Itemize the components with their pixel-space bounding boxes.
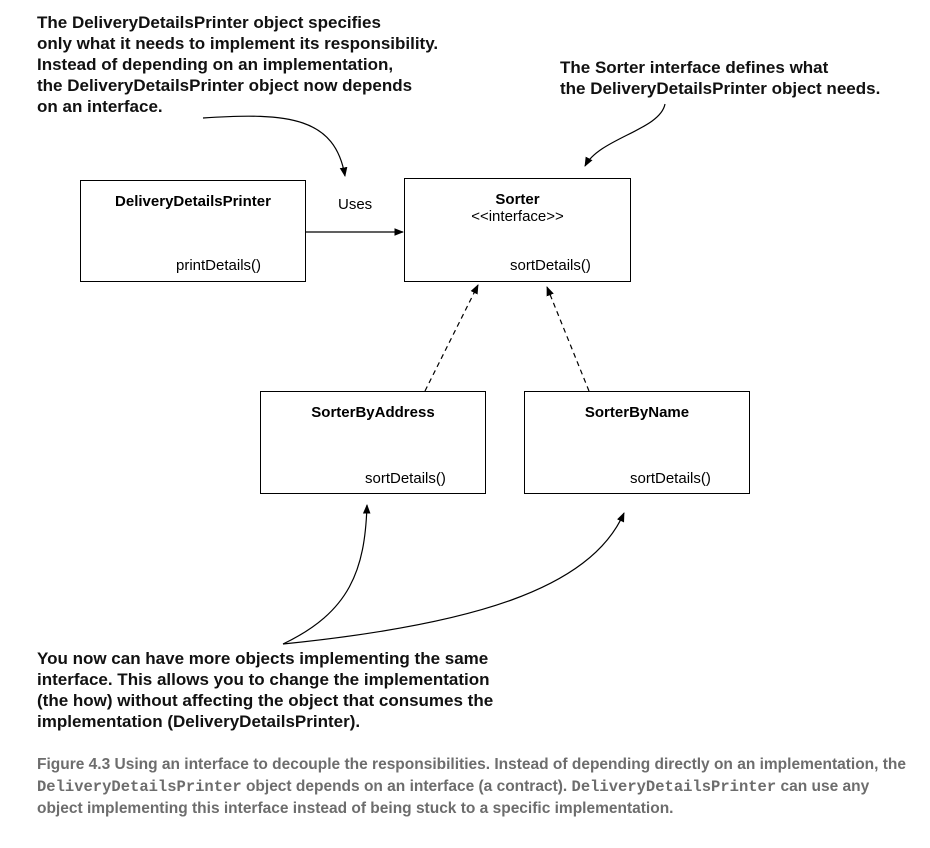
class-method: printDetails() [176, 257, 262, 274]
class-box-sorter-by-address: SorterByAddress sortDetails() [260, 391, 486, 494]
interface-name: Sorter [495, 191, 540, 208]
annotation-line: (the how) without affecting the object t… [37, 691, 494, 710]
annotation-line: implementation (DeliveryDetailsPrinter). [37, 712, 361, 731]
annotation-line: The Sorter interface defines what [560, 58, 829, 77]
annotation-line: the DeliveryDetailsPrinter object now de… [37, 76, 413, 95]
annotation-top-right: The Sorter interface defines what the De… [560, 57, 880, 99]
annotation-line: You now can have more objects implementi… [37, 649, 489, 668]
realization-by-name [546, 286, 590, 392]
class-method: sortDetails() [365, 470, 446, 487]
annotation-pointer-by-name [282, 512, 625, 645]
class-name: SorterByName [584, 404, 690, 421]
annotation-bottom: You now can have more objects implementi… [37, 648, 493, 732]
class-box-sorter-by-name: SorterByName sortDetails() [524, 391, 750, 494]
class-method: sortDetails() [630, 470, 711, 487]
annotation-line: only what it needs to implement its resp… [37, 34, 439, 53]
caption-code: DeliveryDetailsPrinter [571, 778, 777, 796]
annotation-line: the DeliveryDetailsPrinter object needs. [560, 79, 881, 98]
annotation-line: interface. This allows you to change the… [37, 670, 490, 689]
caption-code: DeliveryDetailsPrinter [37, 778, 242, 796]
uses-label: Uses [338, 196, 373, 213]
caption-text: object depends on an interface (a contra… [241, 778, 572, 795]
annotation-pointer-printer [202, 115, 348, 177]
annotation-pointer-sorter [584, 103, 666, 167]
realization-by-address [424, 284, 479, 392]
class-name: DeliveryDetailsPrinter [115, 193, 271, 210]
figure-caption: Figure 4.3 Using an interface to decoupl… [37, 754, 917, 820]
annotation-line: Instead of depending on an implementatio… [37, 55, 394, 74]
interface-method: sortDetails() [510, 257, 591, 274]
annotation-top-left: The DeliveryDetailsPrinter object specif… [37, 12, 438, 117]
interface-box-sorter: Sorter <<interface>> sortDetails() [404, 178, 631, 282]
caption-text: can use any object implementing this int… [37, 778, 870, 817]
annotation-line: on an interface. [37, 97, 163, 116]
caption-text: Figure 4.3 Using an interface to decoupl… [37, 756, 906, 773]
annotation-line: The DeliveryDetailsPrinter object specif… [37, 13, 381, 32]
class-box-delivery-details-printer: DeliveryDetailsPrinter printDetails() [80, 180, 306, 282]
class-name: SorterByAddress [311, 404, 435, 421]
annotation-pointer-by-address [282, 504, 371, 645]
interface-stereotype: <<interface>> [471, 208, 564, 225]
